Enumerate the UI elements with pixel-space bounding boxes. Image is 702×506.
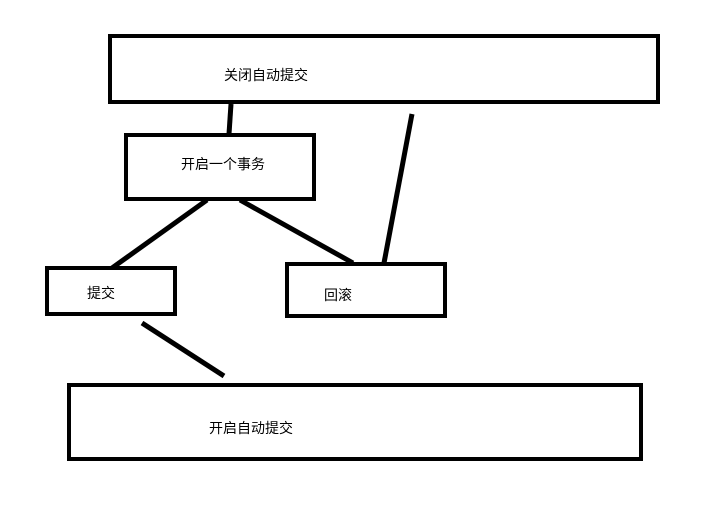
rollback-label: 回滚: [324, 288, 352, 304]
disable-autocommit-node: 关闭自动提交: [108, 34, 660, 104]
edge-begin-to-rollback: [238, 197, 355, 266]
begin-transaction-label: 开启一个事务: [181, 157, 265, 173]
disable-autocommit-label: 关闭自动提交: [224, 68, 308, 84]
edge-begin-to-commit: [110, 197, 209, 271]
rollback-node: 回滚: [285, 262, 447, 318]
begin-transaction-node: 开启一个事务: [124, 133, 316, 201]
enable-autocommit-node: 开启自动提交: [67, 383, 643, 461]
commit-label: 提交: [87, 286, 115, 302]
edge-commit-to-enable: [140, 320, 226, 379]
commit-node: 提交: [45, 266, 177, 316]
enable-autocommit-label: 开启自动提交: [209, 421, 293, 437]
edge-rollback-to-disable: [381, 113, 415, 264]
edge-disable-to-begin: [226, 103, 234, 135]
